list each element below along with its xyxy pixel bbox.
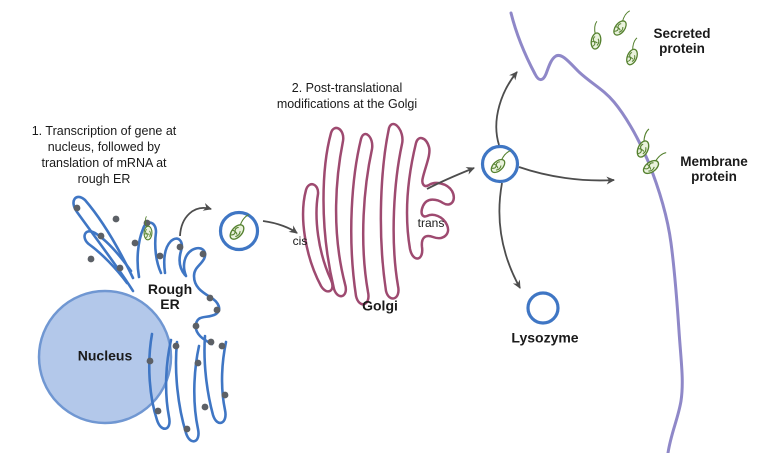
rough-er-membrane — [72, 195, 228, 443]
arrow-to-membrane-fusion — [495, 71, 518, 146]
ribosome-dot — [97, 232, 105, 240]
ribosome-dot — [154, 407, 162, 415]
protein-in-vesicle-2 — [485, 150, 518, 177]
secreted-protein-label: Secreted protein — [653, 26, 711, 56]
ribosome-dot — [199, 250, 207, 258]
plasma-membrane — [509, 11, 684, 453]
secreted-protein-1 — [583, 20, 612, 53]
golgi-stack — [301, 122, 456, 306]
arrow-golgi-to-vesicle — [426, 167, 475, 190]
transport-vesicle-2 — [480, 144, 520, 184]
nucleus-label: Nucleus — [77, 347, 133, 364]
step1-caption: 1. Transcription of gene at nucleus, fol… — [31, 124, 177, 186]
nucleus-shape — [37, 289, 173, 425]
ribosome-dot — [218, 342, 226, 350]
arrow-vesicle-to-golgi — [262, 220, 298, 234]
arrow-er-to-vesicle — [179, 203, 212, 237]
ribosome-dot — [156, 252, 164, 260]
cis-label: cis — [292, 234, 308, 248]
ribosome-dots — [73, 204, 229, 433]
rough-er-label: Rough ER — [147, 281, 193, 312]
ribosome-dot — [112, 215, 120, 223]
ribosome-dot — [146, 357, 154, 365]
ribosome-dot — [87, 255, 95, 263]
ribosome-dot — [201, 403, 209, 411]
lysozyme-vesicle — [526, 291, 560, 325]
ribosome-dot — [172, 342, 180, 350]
golgi-label: Golgi — [362, 297, 398, 314]
protein-glyphs — [137, 10, 672, 244]
ribosome-dot — [143, 219, 151, 227]
membrane-protein-label: Membrane protein — [680, 154, 748, 184]
ribosome-dot — [194, 359, 202, 367]
trans-label: trans — [417, 216, 445, 230]
transport-vesicle-1 — [218, 210, 260, 252]
ribosome-dot — [183, 425, 191, 433]
ribosome-dot — [207, 338, 215, 346]
ribosome-dot — [73, 204, 81, 212]
pathway-arrows — [179, 71, 615, 289]
secreted-protein-2 — [606, 10, 640, 40]
lysozyme-label: Lysozyme — [511, 329, 579, 346]
step2-caption: 2. Post-translational modifications at t… — [276, 81, 418, 111]
ribosome-dot — [221, 391, 229, 399]
ribosome-dot — [176, 243, 184, 251]
arrow-to-membrane-protein — [518, 166, 615, 185]
ribosome-dot — [116, 264, 124, 272]
ribosome-dot — [131, 239, 139, 247]
secreted-protein-3 — [618, 37, 650, 70]
arrow-to-lysozyme — [498, 182, 521, 289]
ribosome-dot — [213, 306, 221, 314]
ribosome-dot — [206, 294, 214, 302]
ribosome-dot — [192, 322, 200, 330]
